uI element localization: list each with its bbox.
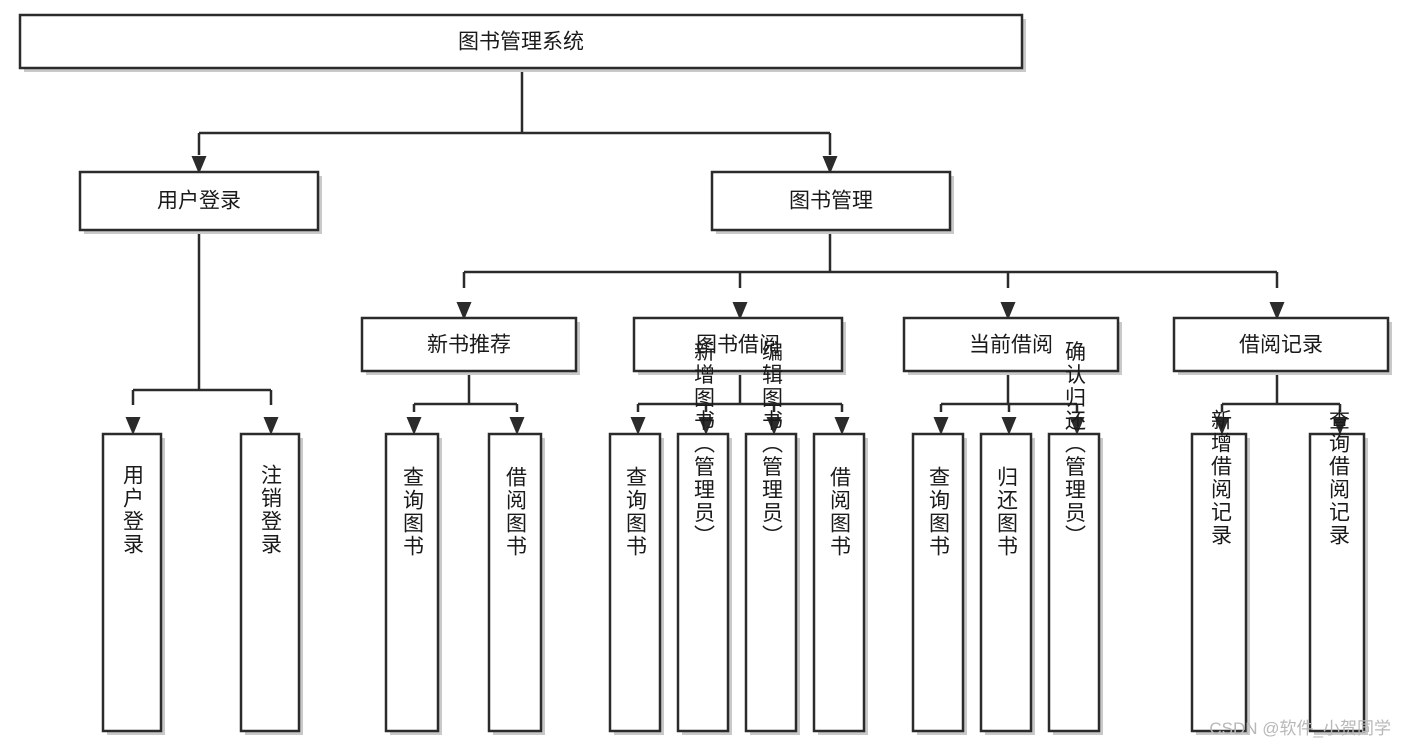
node-borrow-record[interactable]: 借阅记录	[1172, 316, 1392, 375]
node-leaf-add-record-label: 新增借阅记录	[1209, 409, 1233, 547]
node-leaf-query-book-1-label: 查询图书	[401, 466, 425, 558]
node-leaf-logout[interactable]: 注销登录	[239, 432, 303, 735]
node-user-login[interactable]: 用户登录	[78, 170, 322, 234]
node-leaf-borrow-book-2[interactable]: 借阅图书	[812, 432, 868, 735]
node-borrow-record-label: 借阅记录	[1239, 334, 1323, 357]
arrowhead-leaf-borrow-book-2	[834, 417, 850, 435]
node-leaf-add-record[interactable]: 新增借阅记录	[1190, 409, 1250, 735]
node-book-borrow-label: 图书借阅	[696, 334, 780, 357]
node-book-manage-label: 图书管理	[789, 190, 873, 213]
node-leaf-borrow-book-1[interactable]: 借阅图书	[487, 432, 545, 735]
node-root[interactable]: 图书管理系统	[18, 13, 1026, 72]
node-leaf-query-record[interactable]: 查询借阅记录	[1308, 409, 1368, 735]
node-leaf-user-login[interactable]: 用户登录	[101, 432, 165, 735]
node-leaf-user-login-label: 用户登录	[121, 464, 145, 556]
node-leaf-confirm-return[interactable]: 确认归还（管理员）	[1047, 341, 1103, 736]
arrowhead-leaf-borrow-book-1	[509, 417, 525, 435]
arrowhead-leaf-query-book-1	[406, 417, 422, 435]
node-leaf-add-book-label: 新增图书（管理员）	[692, 341, 716, 548]
node-new-book-recommend-label: 新书推荐	[427, 334, 511, 357]
node-leaf-edit-book-label: 编辑图书（管理员）	[760, 341, 784, 548]
node-leaf-query-book-1[interactable]: 查询图书	[384, 432, 442, 735]
node-leaf-add-book[interactable]: 新增图书（管理员）	[676, 341, 732, 736]
node-leaf-query-book-3[interactable]: 查询图书	[911, 432, 967, 735]
node-layer: 图书管理系统 用户登录 图书管理 新书推荐	[18, 13, 1392, 736]
node-leaf-query-book-2-label: 查询图书	[624, 466, 648, 558]
node-leaf-return-book[interactable]: 归还图书	[979, 432, 1035, 735]
node-root-label: 图书管理系统	[458, 31, 584, 54]
arrowhead-leaf-return-book	[1001, 417, 1017, 435]
node-leaf-query-record-label: 查询借阅记录	[1327, 409, 1351, 547]
node-leaf-borrow-book-1-label: 借阅图书	[504, 466, 528, 558]
node-book-borrow[interactable]: 图书借阅	[632, 316, 846, 375]
arrowhead-leaf-query-book-2	[630, 417, 646, 435]
node-new-book-recommend[interactable]: 新书推荐	[360, 316, 580, 375]
node-leaf-query-book-3-label: 查询图书	[927, 466, 951, 558]
node-leaf-edit-book[interactable]: 编辑图书（管理员）	[744, 341, 800, 736]
edge-layer	[125, 70, 1348, 435]
arrowhead-leaf-user-login	[125, 417, 141, 435]
node-leaf-borrow-book-2-label: 借阅图书	[828, 466, 852, 558]
node-user-login-label: 用户登录	[157, 190, 241, 213]
node-leaf-confirm-return-label: 确认归还（管理员）	[1063, 341, 1087, 548]
arrowhead-leaf-query-book-3	[933, 417, 949, 435]
node-leaf-logout-label: 注销登录	[259, 464, 283, 556]
node-book-manage[interactable]: 图书管理	[710, 170, 954, 234]
node-current-borrow-label: 当前借阅	[969, 334, 1053, 357]
node-leaf-return-book-label: 归还图书	[995, 466, 1019, 558]
node-leaf-query-book-2[interactable]: 查询图书	[608, 432, 664, 735]
node-current-borrow[interactable]: 当前借阅	[902, 316, 1122, 375]
arrowhead-leaf-logout	[263, 417, 279, 435]
